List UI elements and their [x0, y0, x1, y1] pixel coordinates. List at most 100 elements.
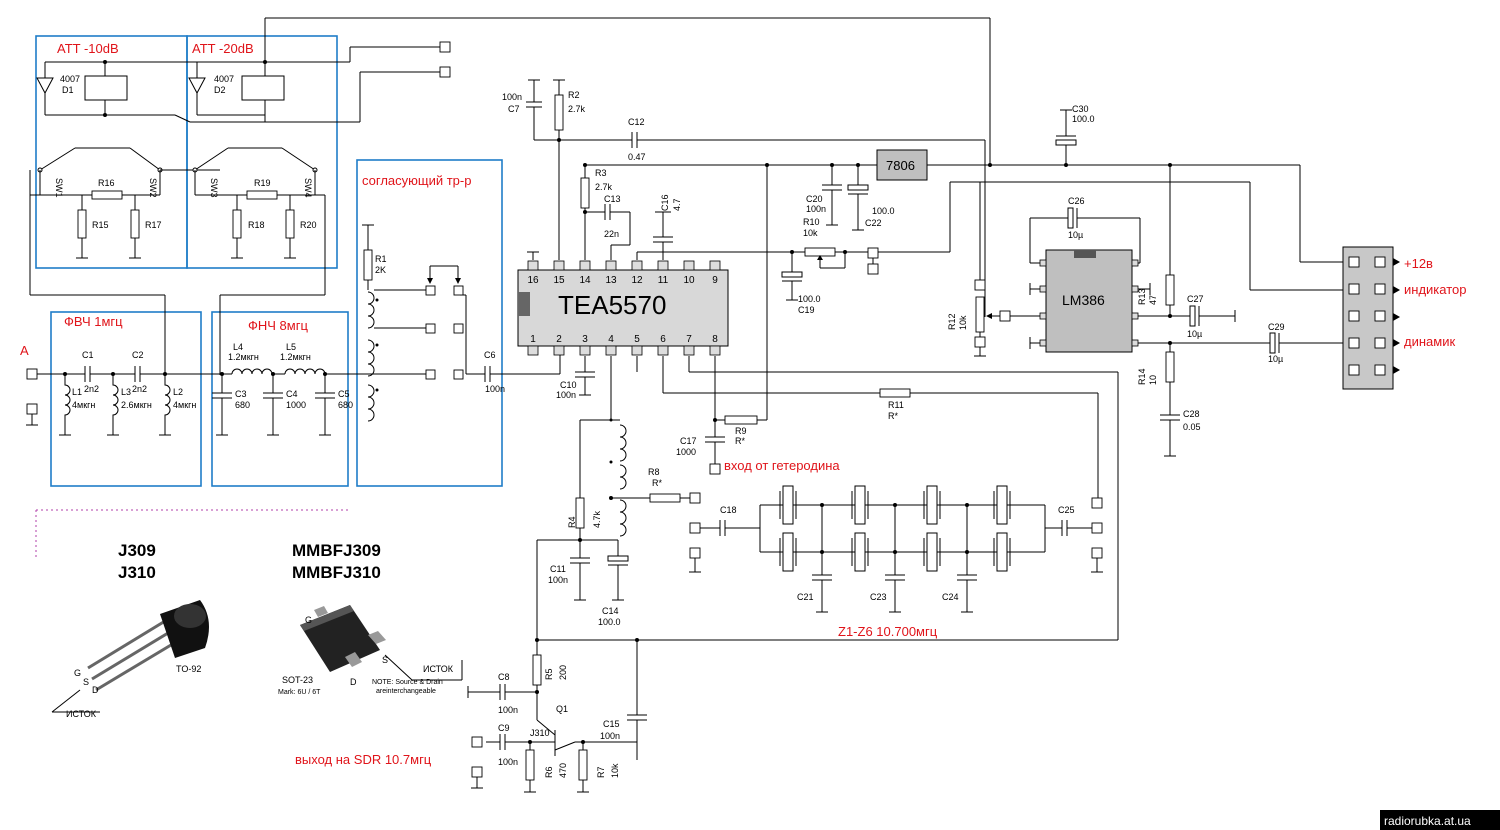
- r3-label: R3: [595, 168, 607, 178]
- sot-s: S: [382, 655, 388, 665]
- filter-in-terminal-2[interactable]: [689, 522, 701, 534]
- lm386-wiring: [974, 165, 1350, 457]
- sot-g: G: [305, 615, 312, 625]
- tr-terminal-1[interactable]: [425, 285, 436, 296]
- tea-pin-number: 15: [553, 275, 565, 286]
- r10-terminal[interactable]: [867, 247, 879, 259]
- sdr-out-ground[interactable]: [471, 766, 483, 778]
- tea-pin-number: 6: [660, 334, 666, 345]
- filter-out-ground[interactable]: [1091, 547, 1103, 559]
- tr-terminal-2[interactable]: [425, 323, 436, 334]
- c29-value: 10µ: [1268, 354, 1283, 364]
- tea-bottom-wiring: [537, 356, 1119, 641]
- tr-terminal-4[interactable]: [453, 285, 464, 296]
- connector-pin[interactable]: [1374, 364, 1386, 376]
- att1-circuit: [29, 60, 265, 375]
- r4-label: R4: [567, 516, 577, 528]
- transformer-block: [356, 159, 503, 487]
- l5-value: 1.2мкгн: [280, 352, 311, 362]
- c9-label: C9: [498, 723, 510, 733]
- r7-label: R7: [596, 766, 606, 778]
- filter-out-terminal-2[interactable]: [1091, 522, 1103, 534]
- r19-label: R19: [254, 178, 271, 188]
- r8-value: R*: [652, 478, 662, 488]
- lpf-block: [211, 311, 349, 487]
- r12-wiper-terminal[interactable]: [999, 310, 1011, 322]
- tea-pin-number: 9: [712, 275, 718, 286]
- sot-d: D: [350, 677, 357, 687]
- c19-value: 100.0: [798, 294, 821, 304]
- l2-label: L2: [173, 387, 183, 397]
- tea-pin-top: [527, 260, 539, 271]
- sw2-label: SW2: [148, 178, 158, 198]
- tea-pin-number: 5: [634, 334, 640, 345]
- connector-pin[interactable]: [1348, 283, 1360, 295]
- d1-label: D1: [62, 85, 74, 95]
- connector-pin[interactable]: [1348, 256, 1360, 268]
- crystal-resonator: [926, 485, 938, 525]
- c4-label: C4: [286, 389, 298, 399]
- l4-value: 1.2мкгн: [228, 352, 259, 362]
- tea-pin-number: 16: [527, 275, 539, 286]
- tea-pin-number: 1: [530, 334, 536, 345]
- sot-note-1: NOTE: Source & Drain: [372, 679, 443, 686]
- c17-value: 1000: [676, 447, 696, 457]
- r11-label: R11: [888, 400, 904, 410]
- c26-value: 10µ: [1068, 230, 1083, 240]
- connector-pin[interactable]: [1348, 364, 1360, 376]
- tea-pin-number: 14: [579, 275, 591, 286]
- connector-pin[interactable]: [1348, 310, 1360, 322]
- sot-name-1: MMBFJ309: [292, 541, 381, 560]
- c24-label: C24: [942, 592, 959, 602]
- c27-label: C27: [1187, 294, 1204, 304]
- ctrl-terminal-1[interactable]: [439, 41, 451, 53]
- sdr-out-label: выход на SDR 10.7мгц: [295, 752, 432, 767]
- c5-value: 680: [338, 400, 353, 410]
- connector-pin[interactable]: [1374, 256, 1386, 268]
- r6-value: 470: [558, 763, 568, 778]
- tr-terminal-5[interactable]: [453, 323, 464, 334]
- connector-pin[interactable]: [1374, 310, 1386, 322]
- c18-label: C18: [720, 505, 737, 515]
- tea-pin-number: 8: [712, 334, 718, 345]
- input-ground-terminal[interactable]: [26, 403, 38, 415]
- to92-d: D: [92, 685, 99, 695]
- connector-pin[interactable]: [1374, 337, 1386, 349]
- to92-package-icon: [87, 600, 209, 692]
- c8-label: C8: [498, 672, 510, 682]
- r13-label: R13: [1137, 288, 1147, 305]
- filter-in-terminal[interactable]: [689, 492, 701, 504]
- tr-terminal-3[interactable]: [425, 369, 436, 380]
- c8-value: 100n: [498, 705, 518, 715]
- r18-label: R18: [248, 220, 265, 230]
- r12-terminal: [974, 279, 986, 291]
- input-terminal[interactable]: [26, 368, 38, 380]
- c22-label: C22: [865, 218, 882, 228]
- r5-value: 200: [558, 665, 568, 680]
- tr-terminal-6[interactable]: [453, 369, 464, 380]
- ctrl-terminal-2[interactable]: [439, 66, 451, 78]
- c30-label: C30: [1072, 104, 1089, 114]
- connector-pin[interactable]: [1374, 283, 1386, 295]
- c3-value: 680: [235, 400, 250, 410]
- r13-value: 47: [1148, 295, 1158, 305]
- c5-label: C5: [338, 389, 350, 399]
- c13-value: 22n: [604, 229, 619, 239]
- r10-ground-terminal[interactable]: [867, 263, 879, 275]
- filter-in-ground[interactable]: [689, 547, 701, 559]
- tea-pin-bottom: [683, 345, 695, 356]
- c6-value: 100n: [485, 384, 505, 394]
- d2-type: 4007: [214, 74, 234, 84]
- c22-value: 100.0: [872, 206, 895, 216]
- tea-pin-top: [683, 260, 695, 271]
- jfet-stage: [467, 540, 647, 793]
- c10-value: 100n: [556, 390, 576, 400]
- sdr-out-terminal[interactable]: [471, 736, 483, 748]
- connector-pin[interactable]: [1348, 337, 1360, 349]
- tea-pin-top: [657, 260, 669, 271]
- to92-name-1: J309: [118, 541, 156, 560]
- lo-terminal[interactable]: [709, 463, 721, 475]
- r17-label: R17: [145, 220, 162, 230]
- filter-out-terminal[interactable]: [1091, 497, 1103, 509]
